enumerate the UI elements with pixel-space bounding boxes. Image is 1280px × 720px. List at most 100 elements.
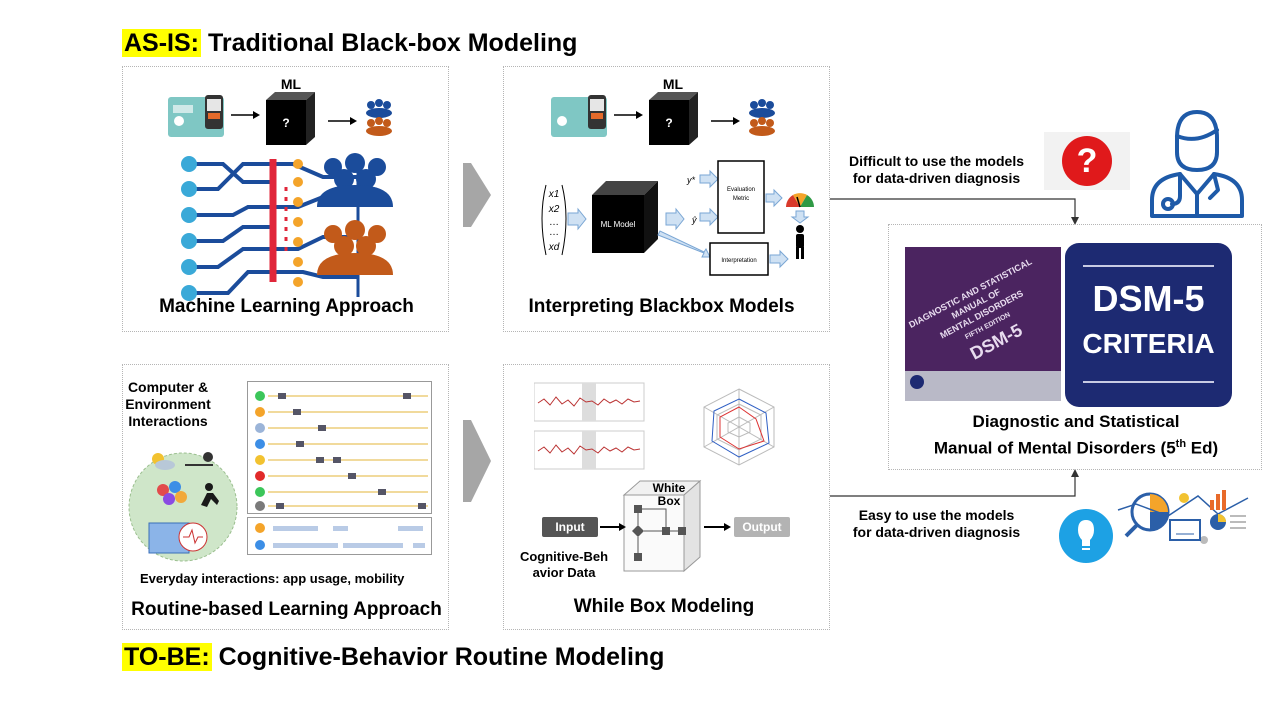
arrow-down-icon: [790, 210, 810, 224]
data-label-line2: avior Data: [532, 565, 596, 580]
black-box-cube: ?: [649, 92, 698, 145]
analytics-icons: [1059, 490, 1249, 563]
mobility-icons: [255, 523, 265, 550]
easy-label: Easy to use the models for data-driven d…: [834, 507, 1039, 541]
dsm-caption-sup: th: [1175, 438, 1187, 450]
mobility-bars: [273, 526, 425, 548]
routine-learning-caption: Routine-based Learning Approach: [131, 599, 442, 620]
evaluation-label: Evaluation: [727, 187, 755, 193]
black-box-cube: ?: [266, 92, 315, 145]
dsm-book-cover: DIAGNOSTIC AND STATISTICAL MANUAL OF MEN…: [905, 247, 1061, 401]
y-star-label: y*: [686, 175, 696, 185]
xd-label: xd: [548, 242, 560, 253]
arrow-right-icon: [619, 523, 626, 531]
lightbulb-icon: [1059, 509, 1113, 563]
person-silhouette-icon: [796, 225, 804, 259]
radar-chart: [703, 388, 775, 466]
interactions-label: Computer & Environment Interactions: [123, 379, 213, 430]
metric-label: Metric: [733, 196, 749, 202]
location-pin-icon: [185, 452, 213, 466]
phone-sensor-icon: [551, 95, 607, 137]
usage-events: [276, 393, 426, 509]
white-box-cube: [622, 479, 702, 573]
to-be-title: Cognitive-Behavior Routine Modeling: [218, 643, 665, 671]
ml-approach-caption: Machine Learning Approach: [159, 296, 414, 317]
interpreting-caption: Interpreting Blackbox Models: [528, 296, 795, 317]
magnifier-chart-icon: [1124, 492, 1170, 538]
arrow-right-icon: [567, 207, 587, 231]
chevron-right-icon: [463, 420, 491, 502]
dsm-criteria-badge: DSM-5 CRITERIA: [1065, 243, 1232, 407]
white-box-diagram: [542, 479, 790, 573]
difficult-label: Difficult to use the models for data-dri…: [834, 153, 1039, 187]
x1-label: x1: [548, 189, 560, 200]
interactions-illustration: [128, 452, 238, 562]
question-mark-symbol: ?: [1062, 136, 1112, 186]
ml-label: ML: [281, 76, 302, 92]
trend-line-icon: [1117, 495, 1249, 517]
as-is-tag: AS-IS:: [122, 29, 201, 57]
people-group-orange-icon: [317, 220, 393, 275]
output-label: Output: [742, 520, 782, 534]
input-vector: x1 x2 … … xd: [541, 184, 567, 256]
arrow-right-icon: [699, 169, 719, 189]
arrow-down-icon: [1071, 217, 1079, 225]
arrow-right-icon: [665, 207, 685, 231]
mobility-timeline: [247, 517, 432, 555]
input-label: Input: [555, 520, 585, 534]
apps-cluster-icon: [157, 481, 187, 505]
data-label-line1: Cognitive-Beh: [519, 549, 609, 564]
difficult-line2: for data-driven diagnosis: [852, 170, 1021, 186]
people-group-small-icon: [366, 99, 392, 136]
output-box: [734, 517, 790, 537]
difficult-line1: Difficult to use the models: [848, 153, 1024, 169]
ml-approach-illustration: ? ML: [168, 76, 393, 301]
ml-label: ML: [663, 76, 684, 92]
interpreting-illustration: ? ML x1 x2 … … xd ML Model ŷ: [541, 76, 814, 276]
weather-icon: [152, 453, 175, 470]
to-be-heading: TO-BE: Cognitive-Behavior Routine Modeli…: [122, 643, 664, 672]
app-icons: [255, 391, 265, 511]
running-person-icon: [201, 483, 219, 507]
time-series-chart: [534, 382, 645, 470]
panel-dsm: DIAGNOSTIC AND STATISTICAL MANUAL OF MEN…: [888, 224, 1262, 470]
app-usage-timeline: [247, 381, 432, 514]
easy-line1: Easy to use the models: [858, 507, 1015, 523]
chevron-right-icon: [463, 163, 491, 227]
easy-line2: for data-driven diagnosis: [852, 524, 1021, 540]
panel-ml-approach: ? ML: [122, 66, 449, 332]
interactions-label-line2: Environment: [125, 396, 211, 412]
interactions-label-line3: Interactions: [128, 413, 208, 429]
question-mark-icon: ?: [1044, 132, 1130, 190]
arrow-right-icon: [699, 207, 719, 227]
everyday-interactions-caption: Everyday interactions: app usage, mobili…: [140, 571, 405, 586]
heartbeat-icon: [178, 522, 208, 552]
ml-model-label: ML Model: [601, 220, 636, 229]
connector-lines: [830, 198, 1079, 497]
evaluation-metric-box: [717, 160, 765, 234]
white-box-label: White Box: [644, 482, 694, 508]
timeline-rows: [268, 395, 428, 507]
phone-sensor-icon: [168, 95, 224, 137]
x2-label: x2: [548, 204, 560, 215]
white-label-line2: Box: [657, 494, 681, 508]
interpretation-label: Interpretation: [721, 258, 756, 264]
white-label-line1: White: [652, 481, 686, 495]
pie-chart-icon: [1210, 514, 1246, 530]
ml-model-cube: ML Model: [592, 181, 658, 253]
panel-routine-learning: Computer & Environment Interactions: [122, 364, 449, 630]
panel-interpreting-blackbox: ? ML x1 x2 … … xd ML Model ŷ: [503, 66, 830, 332]
dsm-badge-line1: DSM-5: [1092, 278, 1205, 319]
dsm-caption-line2: Manual of Mental Disorders (5th Ed): [933, 438, 1219, 458]
as-is-heading: AS-IS: Traditional Black-box Modeling: [122, 29, 577, 58]
people-group-small-icon: [749, 99, 775, 136]
monitor-icon: [1169, 519, 1201, 541]
panel-white-box: White Box Input Output Cognitive-Beh avi…: [503, 364, 830, 630]
dsm-caption: Diagnostic and Statistical Manual of Men…: [889, 411, 1263, 460]
arrow-up-icon: [1071, 469, 1079, 477]
people-group-blue-icon: [317, 153, 393, 207]
arrow-diagonal-icon: [657, 230, 711, 258]
black-box-symbol: ?: [282, 116, 289, 130]
xdots-label: …: [549, 217, 559, 228]
dsm-caption-line1: Diagnostic and Statistical: [972, 412, 1180, 431]
